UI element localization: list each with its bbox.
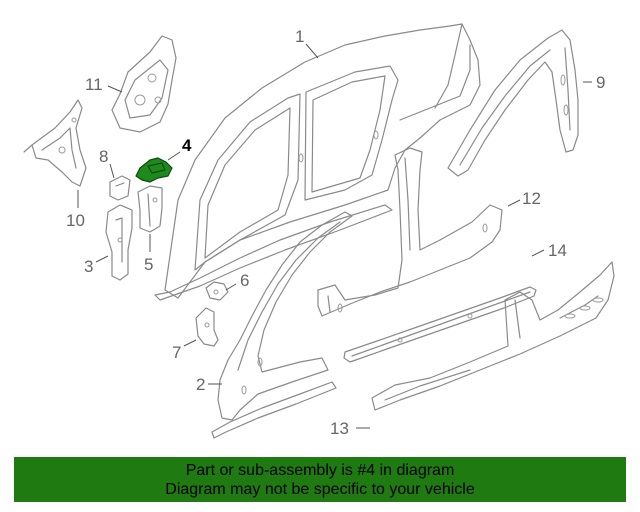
callout-12: 12 — [522, 189, 541, 208]
callout-2: 2 — [196, 375, 205, 394]
callout-10: 10 — [66, 211, 85, 230]
callout-3: 3 — [84, 257, 93, 276]
callout-5: 5 — [144, 255, 153, 274]
callout-9: 9 — [596, 73, 605, 92]
part-13-rocker-outer — [371, 261, 615, 411]
part-5-pillar-bracket — [137, 185, 163, 233]
leader-lines — [77, 43, 592, 429]
banner-line-2: Diagram may not be specific to your vehi… — [165, 481, 475, 498]
part-10-gusset — [23, 99, 87, 187]
part-11-upper-inner-panel — [111, 35, 177, 133]
callout-6: 6 — [240, 271, 249, 290]
callout-14: 14 — [548, 241, 567, 260]
part-4-bracket-highlighted — [135, 157, 173, 183]
part-2-front-pillar — [211, 211, 353, 439]
part-12-b-pillar-inner — [317, 147, 503, 317]
callout-11: 11 — [85, 75, 103, 94]
part-6-clip — [205, 281, 229, 301]
callout-7: 7 — [172, 343, 181, 362]
callout-13: 13 — [330, 419, 349, 438]
part-9-rear-pillar — [447, 29, 579, 177]
part-3-lower-bracket — [105, 204, 133, 281]
banner-line-1: Part or sub-assembly is #4 in diagram — [185, 462, 455, 479]
part-14-rocker-inner — [343, 286, 537, 363]
part-1-body-side-outer — [154, 23, 481, 301]
part-7-reinforcement — [195, 307, 219, 347]
callout-4: 4 — [182, 136, 192, 155]
callout-1: 1 — [295, 27, 304, 46]
notice-banner: Part or sub-assembly is #4 in diagram Di… — [14, 457, 626, 502]
parts-diagram: 1 9 11 10 8 4 5 3 6 7 2 12 14 13 — [23, 23, 615, 439]
part-8-bracket — [109, 175, 131, 201]
callout-8: 8 — [99, 147, 108, 166]
